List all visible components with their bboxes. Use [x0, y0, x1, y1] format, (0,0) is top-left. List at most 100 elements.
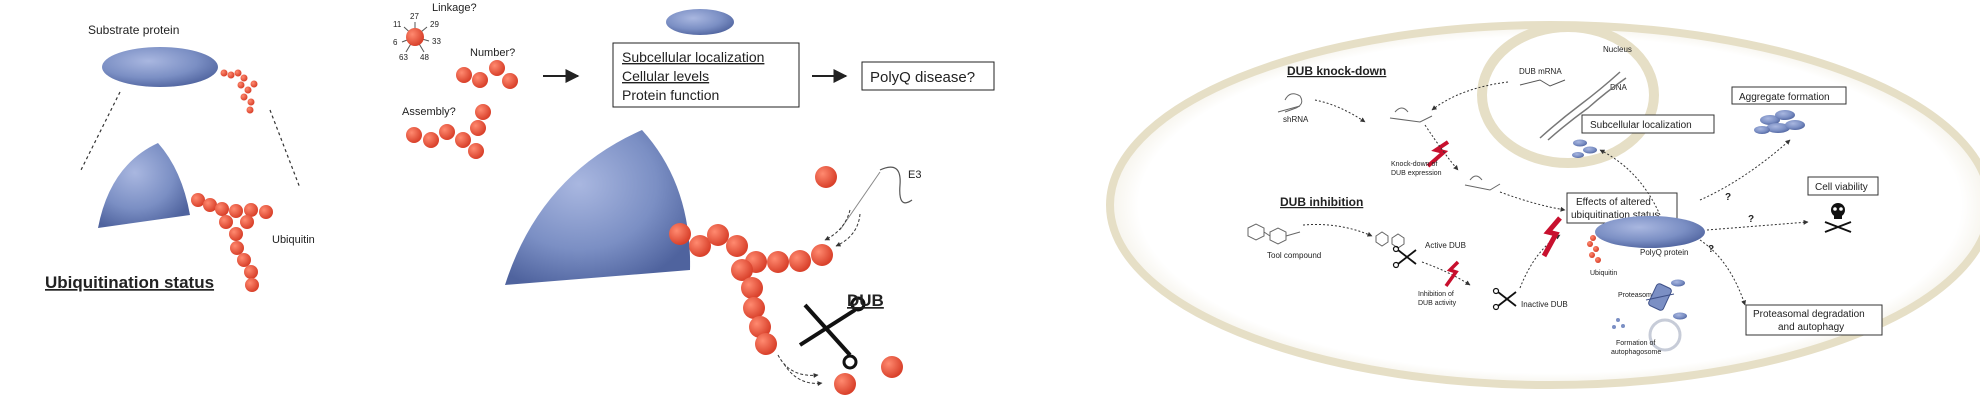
small-ubiquitin-chain	[220, 69, 258, 114]
aggregate-icon	[1754, 110, 1805, 134]
proteasomal-degradation-box	[1745, 304, 1883, 336]
effect-line-function: Protein function	[622, 87, 719, 103]
polyq-box	[861, 61, 995, 91]
released-ubiquitin-1	[834, 373, 856, 395]
shrna-label: shRNA	[1283, 115, 1309, 124]
tool-compound-label: Tool compound	[1267, 251, 1321, 260]
inhibition-line1: Inhibition of	[1418, 291, 1454, 298]
arrow-to-aggregate	[1699, 139, 1791, 201]
skull-icon	[1824, 203, 1852, 233]
dub-release-arrow-2	[783, 363, 823, 387]
dub-knockdown-title: DUB knock-down	[1287, 64, 1386, 78]
linkage-site: 11	[393, 20, 402, 29]
linkage-site: 63	[399, 53, 408, 62]
arrow-shrna	[1314, 99, 1366, 123]
e3-needle	[839, 171, 881, 231]
polyq-disease-label: PolyQ disease?	[870, 69, 975, 86]
linkage-site: 29	[430, 20, 439, 29]
effects-box	[612, 42, 800, 108]
aggregate-formation-label: Aggregate formation	[1739, 92, 1830, 103]
degraded-fragments-icon	[1612, 318, 1625, 329]
effects-lightning-icon	[1541, 216, 1562, 258]
active-dub-label: Active DUB	[1425, 241, 1466, 250]
shrna-icon	[1277, 93, 1303, 113]
tool-compound-icon	[1247, 223, 1301, 245]
free-ubiquitin-top	[815, 166, 837, 188]
linkage-site: 33	[432, 37, 441, 46]
subcellular-localization-box	[1581, 114, 1715, 134]
nucleus-label: Nucleus	[1603, 45, 1632, 54]
inhibition-lightning-icon	[1444, 260, 1460, 288]
dub-mrna-label: DUB mRNA	[1519, 67, 1562, 76]
ubiquitination-status-title: Ubiquitination status	[45, 273, 214, 292]
cell-viability-label: Cell viability	[1815, 182, 1868, 193]
inactive-dub-label: Inactive DUB	[1521, 300, 1568, 309]
rna-fragment-icon	[1464, 175, 1501, 191]
large-protein-shape	[505, 130, 691, 285]
formation-line1: Formation of	[1616, 340, 1655, 347]
inactive-dub-scissors-icon	[1492, 287, 1517, 311]
linkage-diagram: 27 11 29 6 33 63 48	[393, 12, 441, 62]
zoomed-protein-shape	[98, 143, 190, 228]
dna-helix-icon	[1519, 71, 1627, 141]
arrow-mrna-out	[1431, 81, 1509, 111]
ubiquitin-chain	[191, 193, 273, 292]
linkage-site: 48	[420, 53, 429, 62]
subcellular-localization-label: Subcellular localization	[1590, 120, 1692, 131]
dub-release-arrow-1	[777, 354, 819, 378]
proteasome-label: Proteasome	[1618, 292, 1656, 299]
arrow-to-effects	[1499, 191, 1566, 212]
formation-line2: autophagosome	[1611, 349, 1661, 356]
polyq-ubiquitin-chain	[1587, 235, 1601, 263]
e3-squiggle	[879, 166, 913, 204]
number-chain	[456, 60, 518, 89]
question-viability: ?	[1748, 214, 1754, 225]
assembly-label: Assembly?	[402, 106, 456, 118]
active-dub-complex-icon	[1375, 231, 1405, 249]
right-panel: Nucleus DUB mRNA DNA DUB knock-down shRN…	[1106, 21, 1980, 389]
arrow-to-subcellular	[1599, 149, 1661, 216]
question-aggregate: ?	[1725, 192, 1731, 203]
arrow-to-cell-viability	[1706, 219, 1809, 231]
e3-label: E3	[908, 169, 921, 181]
effects-line1: Effects of altered	[1576, 197, 1651, 208]
linkage-ubiquitin	[406, 28, 424, 46]
arrow-inactive-to-effects	[1519, 234, 1561, 289]
substrate-protein-label: Substrate protein	[88, 23, 179, 37]
autophagosome-icon	[1648, 318, 1682, 352]
number-label: Number?	[470, 47, 515, 59]
arrow-to-knockdown	[1424, 124, 1459, 171]
knockdown-lightning-icon	[1426, 140, 1450, 168]
released-ubiquitin-2	[881, 356, 903, 378]
substrate-protein-shape	[102, 47, 218, 87]
polyq-protein-label: PolyQ protein	[1640, 248, 1688, 257]
arrow-to-proteasomal	[1699, 239, 1746, 306]
e3-arrow-2	[835, 213, 861, 247]
e3-arrow-1	[824, 209, 851, 241]
ubiquitin-label: Ubiquitin	[272, 234, 315, 246]
effect-line-localization: Subcellular localization	[622, 49, 764, 65]
dub-scissors-icon	[798, 296, 866, 370]
arrow-compound	[1302, 224, 1373, 237]
left-panel: Substrate protein	[45, 23, 315, 292]
linkage-site: 6	[393, 38, 398, 47]
middle-panel: Linkage? 27 11 29 6 33 63 48 Number?	[393, 2, 995, 395]
effects-line2: ubiquitination status	[1571, 210, 1659, 221]
active-dub-scissors-icon	[1392, 245, 1417, 269]
dub-label: DUB	[847, 291, 884, 310]
cell-viability-box	[1807, 176, 1879, 196]
assembly-chain	[406, 104, 491, 159]
dub-inhibition-title: DUB inhibition	[1280, 195, 1363, 209]
proteasomal-line1: Proteasomal degradation	[1753, 309, 1865, 320]
proteasomal-line2: and autophagy	[1778, 322, 1844, 333]
linkage-label: Linkage?	[432, 2, 477, 14]
arrow-active-to-inactive	[1421, 261, 1471, 286]
localized-protein-icon	[1572, 139, 1597, 158]
zoom-line-right	[269, 109, 301, 189]
knockdown-expr-line1: Knock-down of	[1391, 161, 1437, 168]
polyq-protein-shape	[1595, 216, 1705, 248]
autophagy-protein	[1673, 312, 1687, 320]
question-proteasomal: ?	[1708, 244, 1714, 255]
linkage-site: 27	[410, 12, 419, 21]
